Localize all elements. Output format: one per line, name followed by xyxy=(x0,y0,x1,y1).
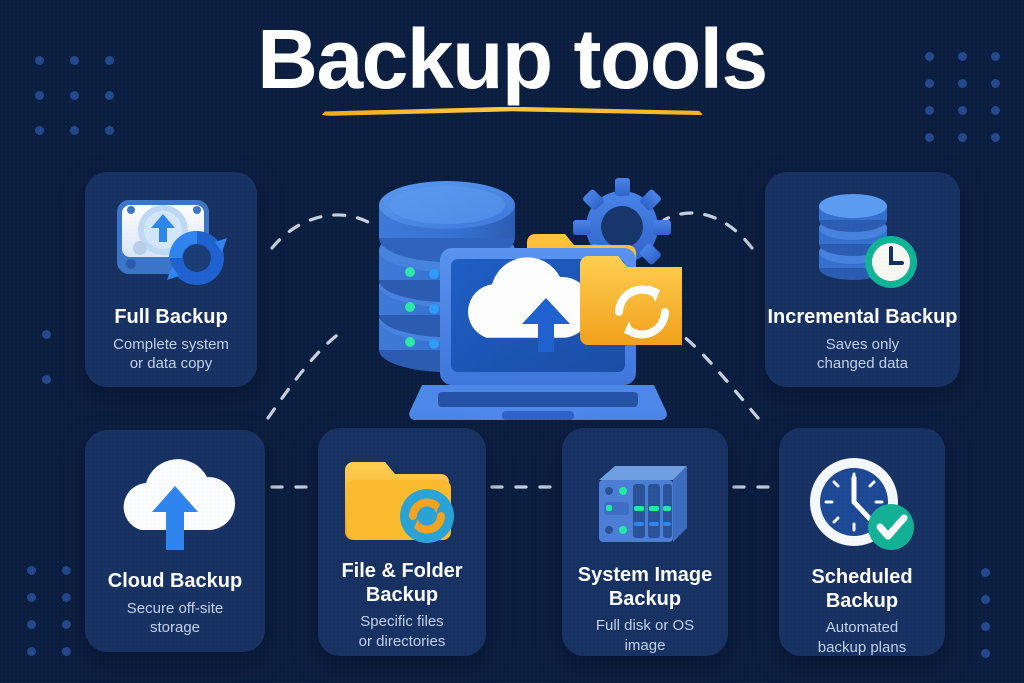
card-title: Cloud Backup xyxy=(107,570,243,592)
card-title-line: Backup xyxy=(825,589,899,612)
card-description-line: Specific files xyxy=(360,613,444,631)
title-underline xyxy=(320,106,704,117)
card-full-backup[interactable]: Full Backup Complete system or data copy xyxy=(85,172,257,387)
card-title: Scheduled Backup xyxy=(811,566,912,613)
card-description-line: Secure off-site xyxy=(126,599,224,617)
dot-grid-top-right xyxy=(925,52,1000,142)
card-description-line: changed data xyxy=(817,355,908,373)
card-title-line: Backup xyxy=(608,587,682,610)
card-title-line: File & Folder xyxy=(341,560,463,582)
card-incremental-backup[interactable]: Incremental Backup Saves only changed da… xyxy=(765,172,960,387)
card-description: Saves only changed data xyxy=(817,335,908,374)
page-title: Backup tools xyxy=(257,12,768,106)
card-description: Complete system or data copy xyxy=(113,335,229,374)
check-badge xyxy=(868,504,914,550)
card-description-line: or directories xyxy=(358,632,446,650)
cloud-upload-icon xyxy=(111,458,239,554)
dot-grid-bottom-right xyxy=(981,568,990,658)
card-description-line: Saves only xyxy=(825,335,900,353)
card-title-line: System Image xyxy=(577,564,713,586)
card-description-line: image xyxy=(624,636,666,654)
card-description-line: or data copy xyxy=(129,355,213,373)
backup-illustration xyxy=(352,160,693,432)
sync-badge xyxy=(400,489,454,543)
hard-drive-upload-refresh-icon xyxy=(109,192,233,300)
dot-grid-bottom-left xyxy=(27,566,71,656)
card-description: Full disk or OS image xyxy=(596,616,694,655)
dot-grid-middle-left xyxy=(42,330,51,384)
header: Backup tools xyxy=(0,14,1024,119)
card-title-line: Backup xyxy=(365,583,439,606)
card-description-line: storage xyxy=(149,619,201,637)
clock-check-icon xyxy=(806,454,918,554)
clock-badge xyxy=(864,236,917,288)
card-description: Secure off-site storage xyxy=(127,599,223,638)
card-file-folder-backup[interactable]: File & Folder Backup Specific files or d… xyxy=(318,428,486,656)
card-description-line: Automated xyxy=(825,619,899,637)
card-description-line: Full disk or OS xyxy=(595,617,695,635)
folder-sync-icon xyxy=(580,256,693,345)
card-description-line: Complete system xyxy=(113,335,229,353)
nas-server-icon xyxy=(589,458,701,550)
card-title: Full Backup xyxy=(114,306,228,328)
card-title: System Image Backup xyxy=(578,564,713,611)
card-title: Incremental Backup xyxy=(767,306,958,328)
cloud-upload-icon xyxy=(468,257,593,352)
dot-grid-top-left xyxy=(35,56,114,135)
card-description-line: backup plans xyxy=(817,638,907,656)
card-description: Specific files or directories xyxy=(359,612,446,651)
card-cloud-backup[interactable]: Cloud Backup Secure off-site storage xyxy=(85,430,265,652)
folder-sync-icon xyxy=(341,454,463,550)
card-title: File & Folder Backup xyxy=(341,560,462,607)
database-clock-icon xyxy=(803,192,923,300)
card-scheduled-backup[interactable]: Scheduled Backup Automated backup plans xyxy=(779,428,945,656)
card-title-line: Scheduled xyxy=(811,566,913,588)
card-description: Automated backup plans xyxy=(818,618,906,656)
card-system-image-backup[interactable]: System Image Backup Full disk or OS imag… xyxy=(562,428,728,656)
